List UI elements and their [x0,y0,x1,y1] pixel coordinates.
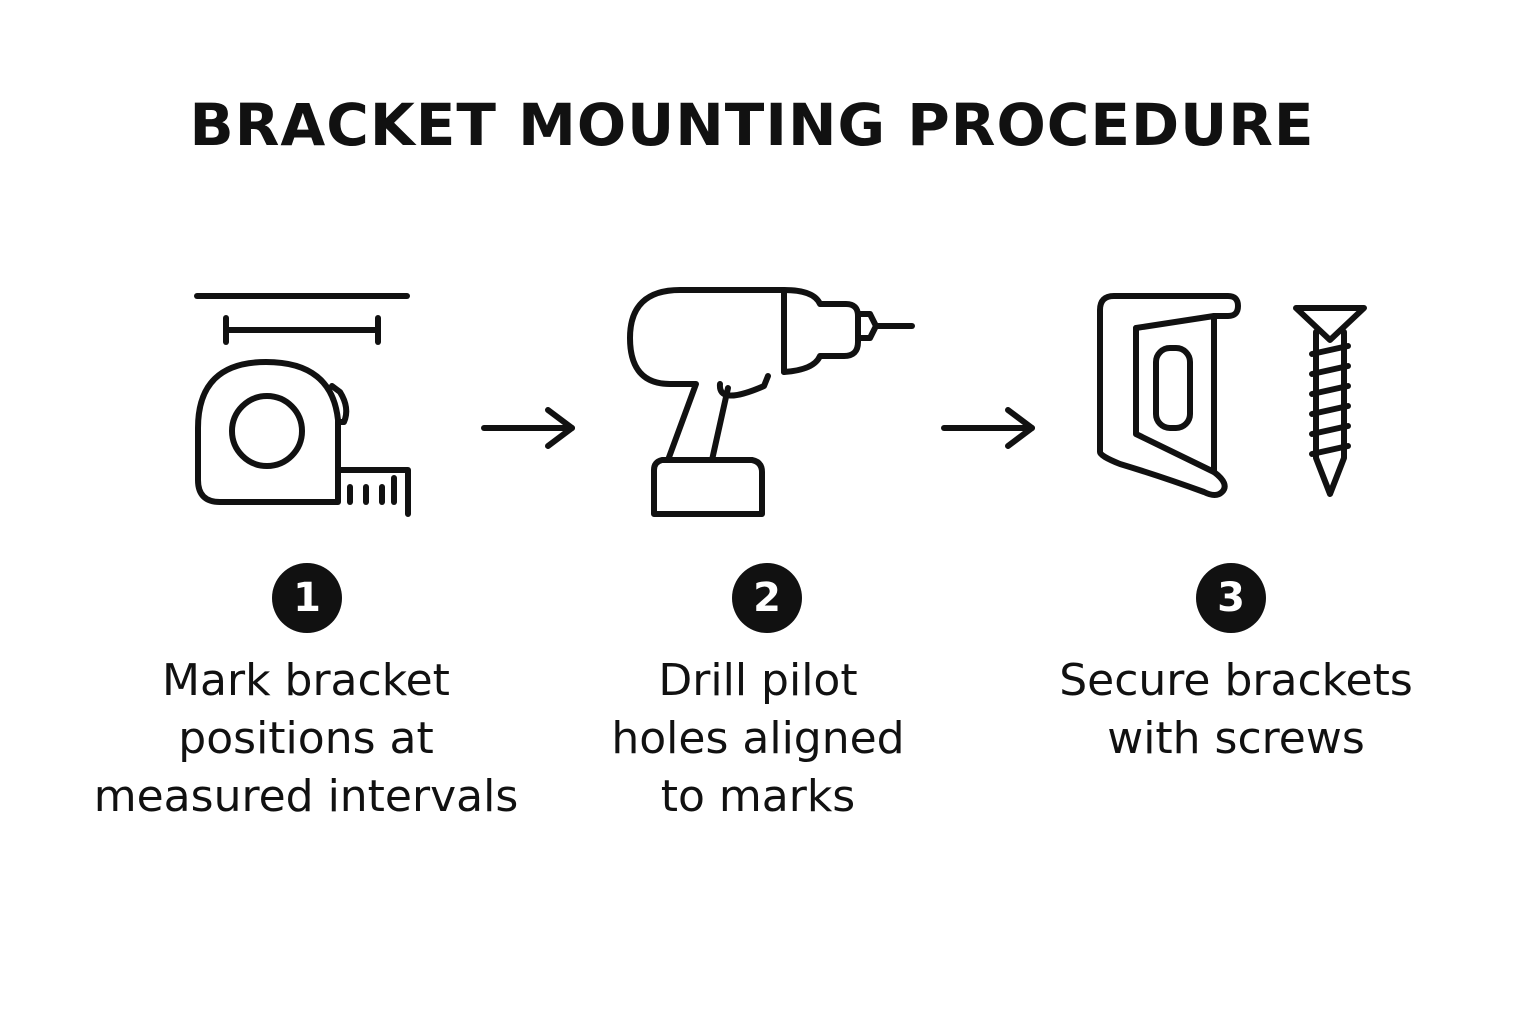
step-number-badge: 1 [272,563,342,633]
step-caption-line: holes aligned [611,713,905,764]
step-caption-line: Secure brackets [1059,655,1413,706]
arrow-right-icon [481,407,575,449]
step-caption: Secure brackets with screws [1006,652,1466,768]
step-number-badge: 2 [732,563,802,633]
step-number-badge: 3 [1196,563,1266,633]
step-caption-line: Mark bracket [162,655,450,706]
step-caption: Drill pilot holes aligned to marks [528,652,988,826]
step-caption-line: with screws [1107,713,1365,764]
bracket-and-screw-icon [1097,293,1367,498]
arrow-right-icon [941,407,1035,449]
step-caption-line: to marks [660,771,856,822]
step-caption-line: measured intervals [93,771,519,822]
step-caption-line: Drill pilot [658,655,858,706]
step-caption-line: positions at [178,713,434,764]
drill-icon [627,287,915,517]
tape-measure-icon [194,293,411,517]
step-caption: Mark bracket positions at measured inter… [76,652,536,826]
page-title: BRACKET MOUNTING PROCEDURE [189,91,1315,159]
